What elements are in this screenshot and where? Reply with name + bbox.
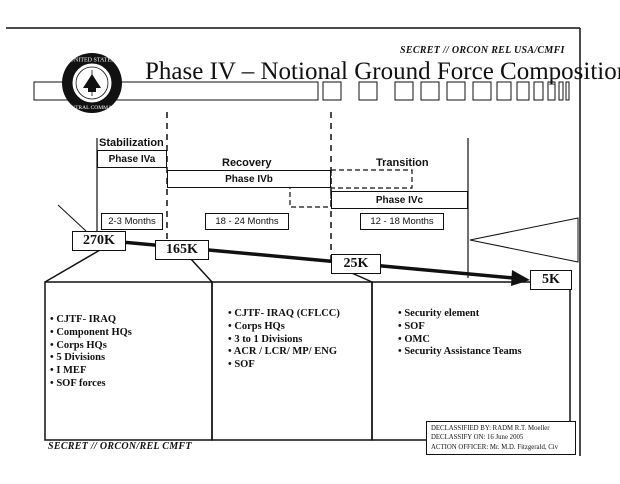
force-list-phase-ivb: CJTF- IRAQ (CFLCC) Corps HQs 3 to 1 Divi… xyxy=(228,308,340,372)
list-item: CJTF- IRAQ xyxy=(50,314,132,327)
title-bar-square xyxy=(516,81,530,101)
central-command-seal-icon: UNITED STATES CENTRAL COMMAND xyxy=(62,53,122,113)
force-level-270k: 270K xyxy=(72,231,126,251)
phase-heading-stabilization: Stabilization xyxy=(99,137,164,149)
list-item: 3 to 1 Divisions xyxy=(228,334,340,347)
duration-ivb: 18 - 24 Months xyxy=(205,213,289,230)
declassification-stamp: DECLASSIFIED BY: RADM R.T. Moeller DECLA… xyxy=(426,421,576,455)
title-bar-square xyxy=(565,81,570,101)
funnel-mid-left xyxy=(189,257,213,283)
list-item: Corps HQs xyxy=(50,340,132,353)
title-bar-square xyxy=(496,81,512,101)
title-bar-square xyxy=(533,81,544,101)
logo-bottom-text: CENTRAL COMMAND xyxy=(64,105,120,111)
list-item: 5 Divisions xyxy=(50,352,132,365)
phase-box-iva: Phase IVa xyxy=(97,150,167,168)
list-item: Corps HQs xyxy=(228,321,340,334)
classification-bottom: SECRET // ORCON/REL CMFT xyxy=(48,441,192,452)
phase-box-ivc: Phase IVc xyxy=(331,191,468,209)
logo-top-text: UNITED STATES xyxy=(70,58,115,64)
list-item: Component HQs xyxy=(50,327,132,340)
list-item: SOF xyxy=(398,321,522,334)
title-bar-square xyxy=(472,81,492,101)
phase-box-ivb: Phase IVb xyxy=(167,170,331,188)
force-list-phase-ivc: Security element SOF OMC Security Assist… xyxy=(398,308,522,359)
title-bar-square xyxy=(394,81,414,101)
declassified-by: DECLASSIFIED BY: RADM R.T. Moeller xyxy=(431,425,550,432)
list-item: SOF xyxy=(228,359,340,372)
action-officer: ACTION OFFICER: Mr. M.D. Fitzgerald, Civ xyxy=(431,443,559,451)
title-bar-square xyxy=(446,81,466,101)
title-bar-square xyxy=(547,81,556,101)
force-level-5k: 5K xyxy=(530,270,572,290)
list-item: SOF forces xyxy=(50,378,132,391)
left-pointer-line xyxy=(57,204,87,232)
list-item: I MEF xyxy=(50,365,132,378)
title-bar-square xyxy=(420,81,440,101)
list-item: ACR / LCR/ MP/ ENG xyxy=(228,346,340,359)
phase-heading-transition: Transition xyxy=(376,157,429,169)
force-level-25k: 25K xyxy=(331,254,381,274)
duration-ivc: 12 - 18 Months xyxy=(360,213,444,230)
drawdown-arrowhead xyxy=(511,270,530,286)
classification-top: SECRET // ORCON REL USA/CMFI xyxy=(400,45,565,56)
list-item: CJTF- IRAQ (CFLCC) xyxy=(228,308,340,321)
list-item: OMC xyxy=(398,334,522,347)
page-title: Phase IV – Notional Ground Force Composi… xyxy=(145,58,620,85)
title-bar-square xyxy=(322,81,342,101)
overlap-dashed-box-b xyxy=(289,186,332,208)
duration-iva: 2-3 Months xyxy=(101,213,163,230)
declassify-on: DECLASSIFY ON: 16 June 2005 xyxy=(431,434,524,442)
title-bar-square xyxy=(358,81,378,101)
title-bar-long xyxy=(33,81,319,101)
title-bar-squares xyxy=(322,81,570,101)
funnel-left-outer xyxy=(44,249,101,283)
overlap-dashed-box-c xyxy=(330,169,413,189)
end-triangle xyxy=(469,217,579,263)
list-item: Security Assistance Teams xyxy=(398,346,521,359)
force-list-phase-iva: CJTF- IRAQ Component HQs Corps HQs 5 Div… xyxy=(50,314,132,391)
phase-heading-recovery: Recovery xyxy=(222,157,272,169)
force-level-165k: 165K xyxy=(155,240,209,260)
title-bar-square xyxy=(558,81,564,101)
list-item: Security element xyxy=(398,308,522,321)
